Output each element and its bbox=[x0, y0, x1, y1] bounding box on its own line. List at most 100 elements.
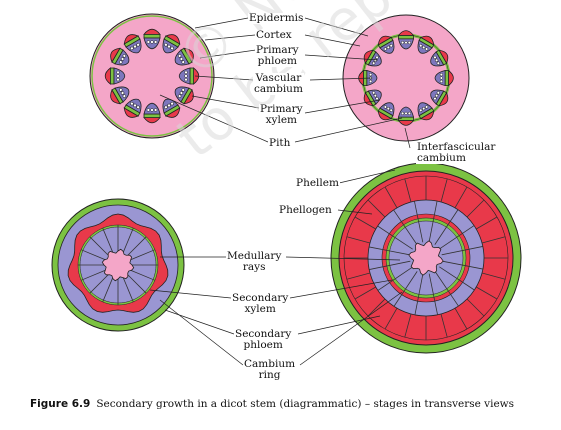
label-leader-lines bbox=[149, 17, 411, 366]
xylem-vessel bbox=[404, 111, 408, 115]
label-epidermis: Epidermis bbox=[248, 12, 305, 24]
vascular-bundle bbox=[363, 49, 382, 67]
xylem-vessel bbox=[372, 91, 376, 95]
medullary-ray bbox=[80, 249, 106, 261]
xylem-vessel bbox=[164, 105, 168, 109]
medullary-ray bbox=[368, 246, 411, 256]
xylem-vessel bbox=[122, 94, 127, 98]
xylem-vessel bbox=[422, 107, 426, 111]
xylem-vessel bbox=[167, 103, 171, 108]
vascular-bundle bbox=[174, 86, 194, 105]
vascular-bundle bbox=[110, 47, 130, 66]
medullary-ray bbox=[130, 249, 156, 261]
xylem-vessel bbox=[133, 44, 137, 49]
phloem-ray bbox=[404, 178, 412, 203]
phloem-ray bbox=[384, 186, 398, 208]
xylem-vessel bbox=[164, 43, 168, 47]
xylem-vessel bbox=[419, 108, 423, 112]
xylem-vessel bbox=[422, 45, 426, 49]
leader-rays-right bbox=[285, 256, 401, 261]
pith bbox=[408, 240, 444, 276]
leader-xylem-right bbox=[304, 99, 381, 114]
phloem-ray bbox=[476, 216, 498, 230]
xylem-vessel bbox=[389, 108, 393, 112]
xylem-vessel bbox=[439, 79, 443, 83]
cambium-strip bbox=[143, 33, 161, 39]
primary-stem-with-interfascicular-cambium bbox=[342, 14, 470, 142]
cambium-strip bbox=[189, 67, 195, 85]
xylem-vessel bbox=[133, 103, 137, 108]
leader-phloem-right bbox=[304, 54, 379, 61]
xylem-vessel bbox=[407, 41, 411, 45]
vascular-bundle bbox=[162, 34, 181, 54]
vascular-bundle bbox=[123, 34, 142, 54]
xylem-vessel bbox=[136, 105, 140, 109]
xylem-vessel bbox=[179, 57, 184, 61]
xylem-vessel bbox=[369, 73, 373, 77]
xylem-vessel bbox=[184, 77, 188, 82]
xylem-vessel bbox=[386, 107, 390, 111]
leader-phellem bbox=[338, 169, 396, 184]
figure-number: Figure 6.9 bbox=[30, 398, 91, 410]
medullary-ray bbox=[393, 271, 418, 307]
vascular-bundle bbox=[104, 67, 126, 85]
xylem-vessel bbox=[181, 60, 185, 64]
xylem-vessel bbox=[136, 43, 140, 47]
medullary-ray bbox=[102, 277, 114, 303]
vascular-bundle bbox=[417, 35, 435, 54]
xylem-vessel bbox=[433, 55, 437, 59]
medullary-ray bbox=[377, 266, 413, 291]
leader-epidermis-right bbox=[304, 17, 369, 37]
phloem-ray bbox=[384, 308, 398, 330]
xylem-vessel bbox=[181, 88, 185, 92]
xylem-vessel bbox=[419, 44, 423, 48]
phloem-ray bbox=[354, 286, 376, 300]
xylem-vessel bbox=[401, 41, 405, 45]
xylem-vessel bbox=[435, 94, 439, 98]
xylem-vessel bbox=[184, 70, 188, 75]
primary-stem-diagram bbox=[89, 13, 215, 139]
label-phellogen: Phellogen bbox=[278, 204, 333, 216]
phloem-ray bbox=[346, 236, 371, 244]
vascular-bundle bbox=[430, 49, 449, 67]
vascular-bundle bbox=[178, 67, 200, 85]
phloem-ray bbox=[481, 272, 506, 280]
vascular-bundle bbox=[434, 69, 454, 87]
xylem-vessel bbox=[116, 70, 120, 75]
leader-cambium-right bbox=[309, 77, 373, 81]
leader-sec-xylem-right bbox=[289, 279, 393, 299]
phloem-ray bbox=[476, 286, 498, 300]
xylem-vessel bbox=[153, 40, 158, 44]
leader-cortex-right bbox=[304, 34, 361, 47]
xylem-vessel bbox=[375, 55, 379, 59]
vascular-bundle bbox=[397, 30, 415, 50]
leader-phloem-left bbox=[199, 49, 257, 59]
medullary-ray bbox=[127, 274, 147, 294]
xylem-vessel bbox=[369, 79, 373, 83]
medullary-ray bbox=[414, 273, 424, 316]
medullary-ray bbox=[414, 201, 424, 243]
xylem-vessel bbox=[150, 40, 154, 44]
cambium-strip bbox=[398, 116, 414, 121]
medullary-ray bbox=[89, 236, 109, 256]
medullary-ray bbox=[434, 271, 459, 307]
medullary-ray bbox=[369, 260, 411, 270]
xylem-vessel bbox=[150, 108, 154, 112]
vascular-bundle bbox=[143, 102, 161, 124]
xylem-vessel bbox=[122, 54, 127, 58]
xylem-vessel bbox=[120, 91, 125, 95]
medullary-ray bbox=[89, 274, 109, 294]
label-pith: Pith bbox=[268, 137, 292, 149]
phloem-ray bbox=[454, 186, 468, 208]
leader-pith-right bbox=[294, 117, 403, 143]
xylem-vessel bbox=[130, 46, 134, 51]
phloem-ray bbox=[367, 199, 386, 218]
xylem-vessel bbox=[146, 108, 151, 112]
